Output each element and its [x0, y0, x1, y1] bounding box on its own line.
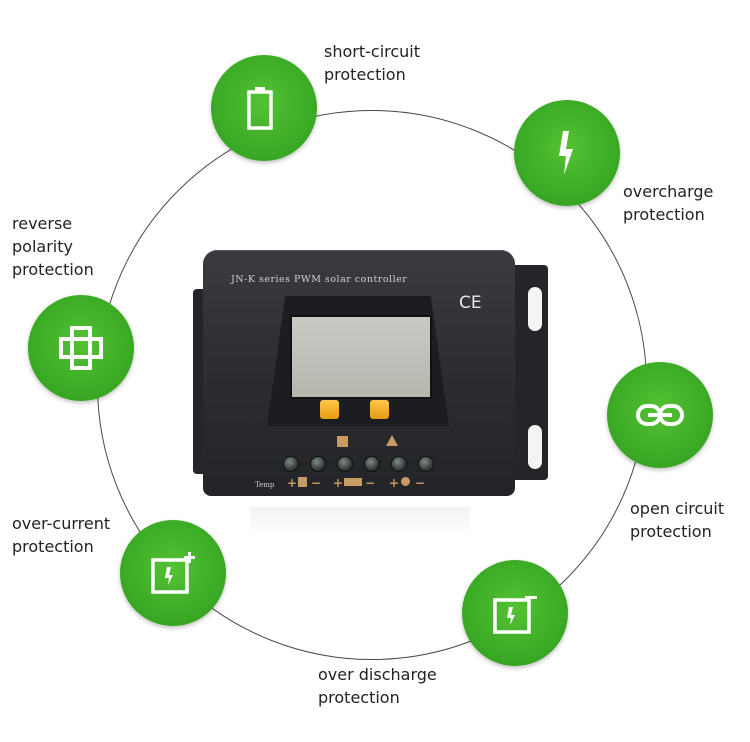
device-reflection	[250, 507, 470, 535]
chain-link-icon	[636, 404, 684, 426]
temp-label: Temp	[255, 481, 275, 489]
badge-overcharge	[514, 100, 620, 206]
caption-line: polarity	[12, 237, 73, 256]
terminal-screw	[418, 456, 434, 472]
controller-body: JN-K series PWM solar controller CE Temp…	[203, 250, 515, 496]
caption-line: over-current	[12, 514, 111, 533]
caption-short-circuit: short-circuit protection	[324, 40, 420, 86]
solar-panel-icon	[298, 477, 307, 487]
caption-open-circuit: open circuit protection	[630, 497, 724, 543]
mounting-slot	[528, 287, 542, 331]
bulb-icon	[401, 477, 410, 486]
load-plus-sign: +	[389, 476, 400, 490]
battery-symbol-icon	[344, 478, 362, 486]
square-marker-icon	[337, 436, 348, 447]
left-button[interactable]	[320, 400, 339, 419]
caption-line: protection	[630, 522, 712, 541]
caption-line: protection	[318, 688, 400, 707]
ce-mark: CE	[459, 293, 482, 313]
caption-reverse-polarity: reverse polarity protection	[12, 212, 94, 281]
battery-minus-icon	[493, 596, 537, 634]
model-label: JN-K series PWM solar controller	[231, 274, 408, 285]
solar-minus-sign: −	[311, 476, 322, 490]
badge-open-circuit	[607, 362, 713, 468]
caption-overcharge: overcharge protection	[623, 180, 713, 226]
caption-line: protection	[324, 65, 406, 84]
caption-over-current: over-current protection	[12, 512, 110, 558]
solar-plus-sign: +	[287, 476, 298, 490]
triangle-marker-icon	[386, 435, 398, 446]
caption-line: short-circuit	[324, 42, 421, 61]
battery-plus-sign: +	[333, 476, 344, 490]
badge-reverse-polarity	[28, 295, 134, 401]
caption-over-discharge: over discharge protection	[318, 663, 437, 709]
terminal-screw	[310, 456, 326, 472]
caption-line: protection	[12, 537, 94, 556]
caption-line: protection	[623, 205, 705, 224]
right-button[interactable]	[370, 400, 389, 419]
terminal-screw	[364, 456, 380, 472]
caption-line: over discharge	[318, 665, 437, 684]
caption-line: open circuit	[630, 499, 725, 518]
cross-shape-icon	[59, 326, 103, 370]
lcd-display	[290, 315, 432, 399]
battery-icon	[247, 87, 273, 130]
badge-over-current	[120, 520, 226, 626]
caption-line: protection	[12, 260, 94, 279]
terminal-screw	[391, 456, 407, 472]
battery-plus-icon	[151, 552, 195, 594]
mounting-slot	[528, 425, 542, 469]
caption-line: reverse	[12, 214, 73, 233]
badge-short-circuit	[211, 55, 317, 161]
badge-over-discharge	[462, 560, 568, 666]
caption-line: overcharge	[623, 182, 714, 201]
terminal-screw	[337, 456, 353, 472]
terminal-screw	[283, 456, 299, 472]
battery-minus-sign: −	[365, 476, 376, 490]
solar-controller-device: JN-K series PWM solar controller CE Temp…	[190, 247, 548, 535]
lightning-icon	[559, 131, 573, 175]
load-minus-sign: −	[415, 476, 426, 490]
